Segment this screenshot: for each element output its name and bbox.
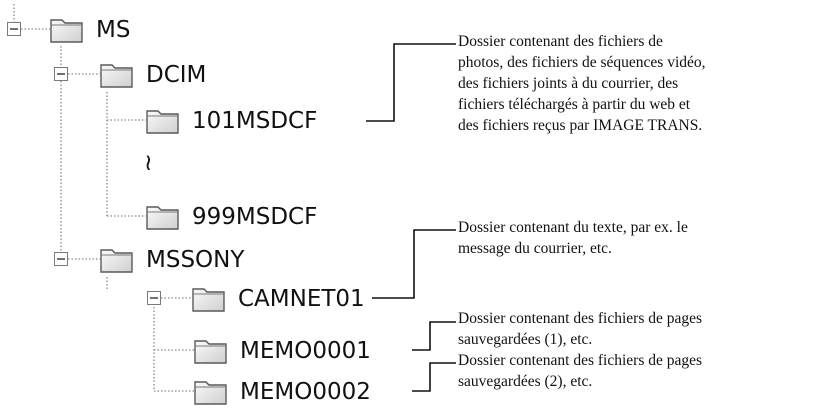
- folder-icon: [100, 249, 133, 273]
- collapse-toggle-mssony[interactable]: [54, 252, 68, 266]
- annotation-memo0002: Dossier contenant des fichiers de pages …: [458, 352, 703, 390]
- folder-label-ms: MS: [96, 17, 130, 43]
- folder-label-101msdcf: 101MSDCF: [192, 108, 317, 134]
- folder-label-memo0001: MEMO0001: [240, 338, 371, 364]
- folder-icon: [146, 110, 179, 134]
- callout-lines: [366, 43, 456, 392]
- folder-icon: [194, 340, 227, 364]
- folder-icon: [50, 19, 83, 43]
- folder-icon: [100, 64, 133, 88]
- collapse-toggle-dcim[interactable]: [54, 67, 68, 81]
- collapse-toggle-camnet[interactable]: [147, 291, 161, 305]
- folder-icon: [194, 381, 227, 405]
- folder-icon: [192, 288, 225, 312]
- annotation-dcim-folders: Dossier contenant des fichiers de photos…: [458, 33, 706, 134]
- folder-icon: [146, 206, 179, 230]
- annotation-memo0001: Dossier contenant des fichiers de pages …: [458, 310, 703, 348]
- annotation-camnet: Dossier contenant du texte, par ex. le m…: [458, 219, 688, 257]
- folder-label-999msdcf: 999MSDCF: [192, 204, 317, 230]
- collapse-toggle-ms[interactable]: [7, 22, 21, 36]
- folder-label-dcim: DCIM: [146, 62, 206, 88]
- folder-label-camnet01: CAMNET01: [238, 286, 365, 312]
- tree-connectors: [13, 4, 194, 392]
- folder-label-mssony: MSSONY: [146, 247, 245, 273]
- gap-symbol: ≀: [144, 150, 153, 176]
- folder-label-memo0002: MEMO0002: [240, 379, 371, 405]
